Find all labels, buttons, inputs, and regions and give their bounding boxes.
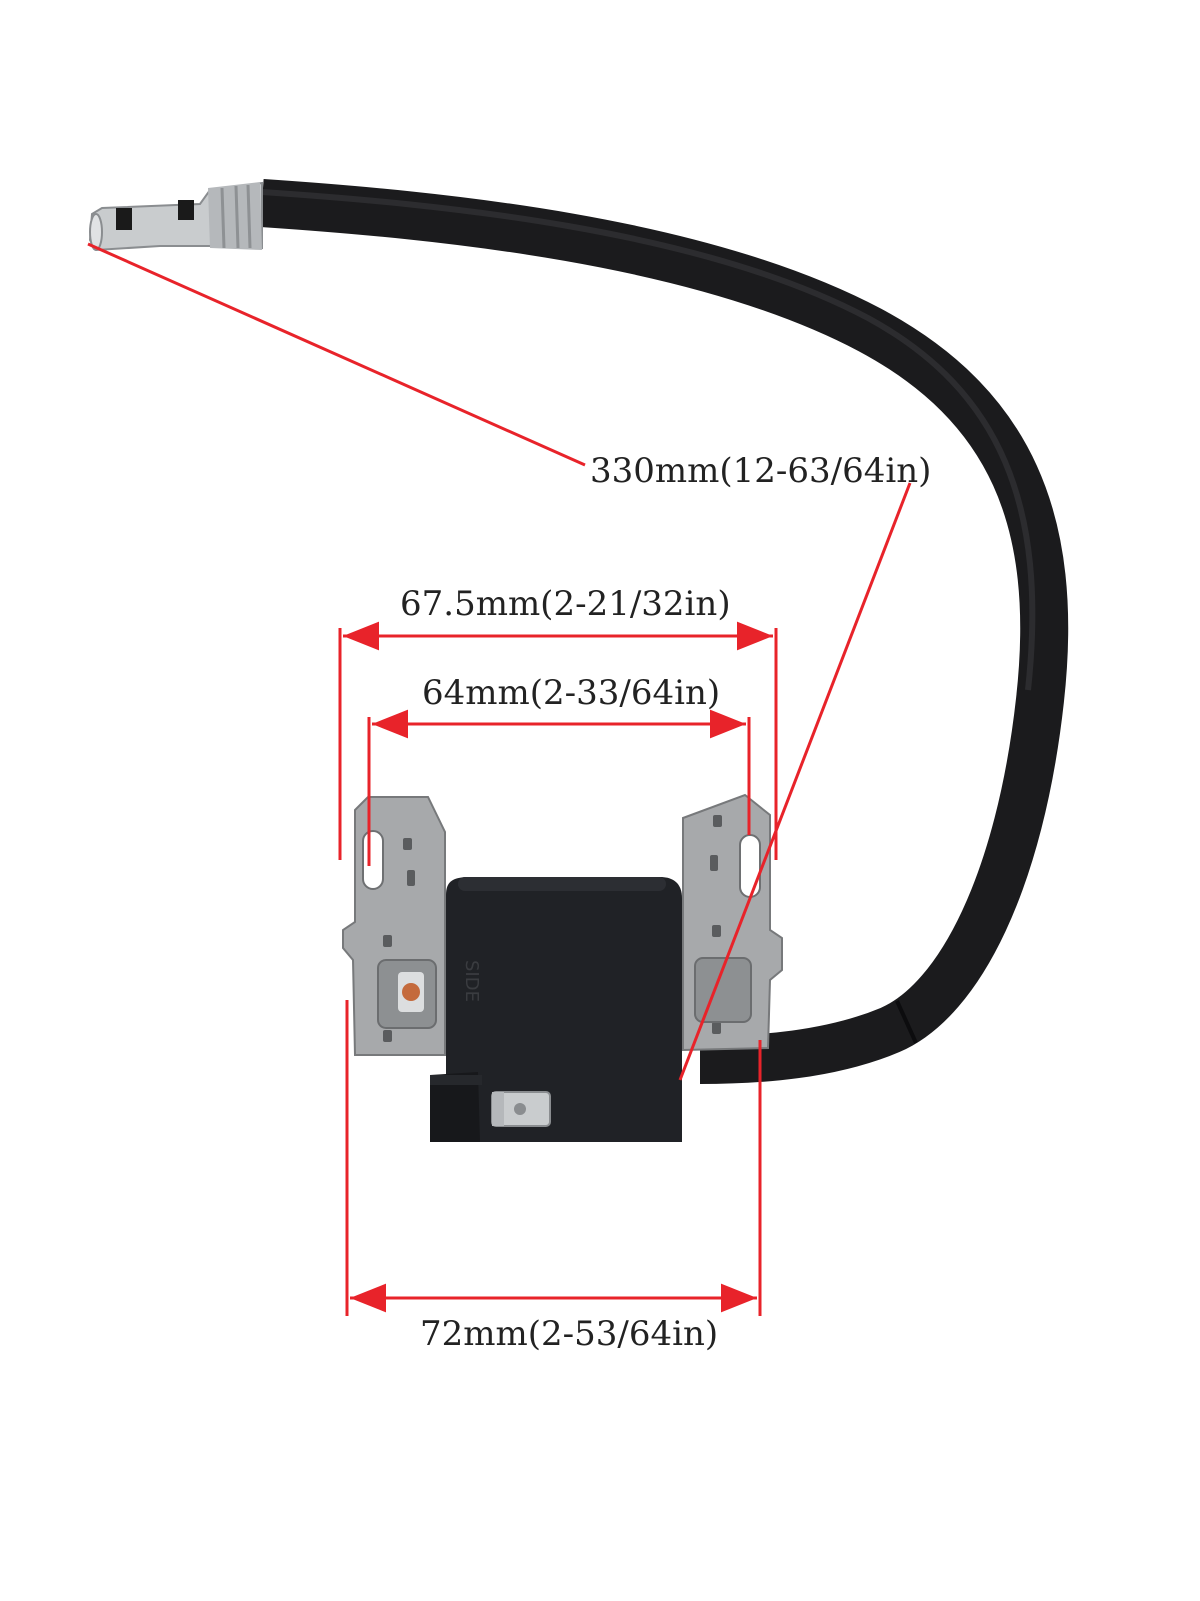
slot-spacing-label: 64mm(2-33/64in) — [422, 673, 720, 713]
left-mounting-slot — [362, 830, 384, 890]
dimension-annotations: 330mm(12-63/64in) 67.5mm(2-21/32in) 64mm… — [87, 242, 931, 1354]
cable-length-label: 330mm(12-63/64in) — [590, 451, 931, 491]
cable-length-dimension: 330mm(12-63/64in) — [87, 242, 931, 1081]
bracket-width-dimension: 67.5mm(2-21/32in) — [338, 584, 778, 860]
ignition-coil: SIDE — [88, 179, 1069, 1142]
cable-boot-seam — [895, 1000, 918, 1044]
kill-wire-terminal — [491, 1091, 551, 1127]
spark-plug-terminal — [88, 181, 263, 252]
copper-contact — [402, 983, 420, 1001]
cable-sheen — [261, 189, 1036, 691]
slot-spacing-dimension: 64mm(2-33/64in) — [367, 673, 751, 866]
coil-side-marking: SIDE — [461, 960, 482, 1002]
right-mounting-slot — [739, 834, 761, 898]
bracket-width-label: 67.5mm(2-21/32in) — [400, 584, 731, 624]
left-mounting-bracket — [342, 796, 446, 1056]
high-tension-cable — [260, 179, 1069, 1084]
right-mounting-bracket — [682, 793, 783, 1052]
coil-body: SIDE — [430, 877, 682, 1142]
overall-width-dimension: 72mm(2-53/64in) — [345, 1000, 762, 1354]
overall-width-label: 72mm(2-53/64in) — [420, 1314, 718, 1354]
